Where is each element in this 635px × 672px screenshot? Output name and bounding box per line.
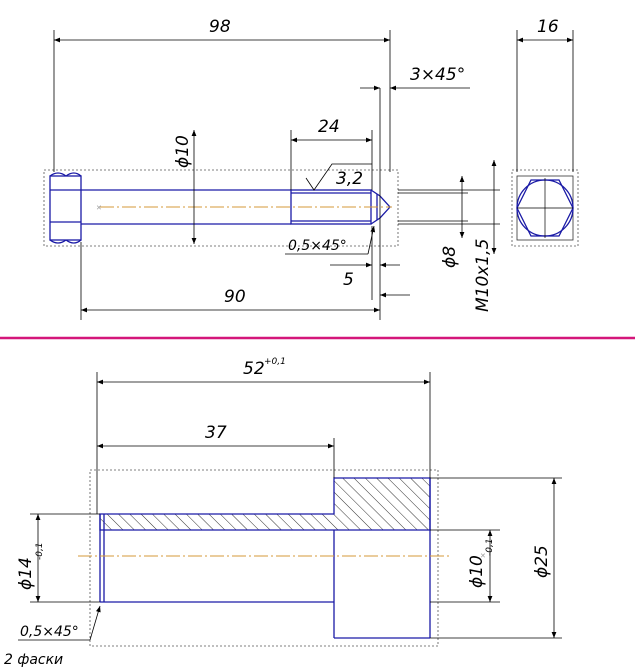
dim-m10-label: M10x1,5 [473,239,493,312]
dim-37 [97,438,335,478]
bushing-frame [89,469,439,647]
bolt-head [49,172,82,244]
roughness-label: 3,2 [336,169,363,189]
dim-undercut-chamfer [285,225,376,255]
dim-tip-chamfer-label: 3×45° [410,65,465,85]
dim-16 [516,30,574,172]
bushing-center-mark: ✕ [480,552,486,560]
bushing-outline [99,478,431,639]
dim-bushing-chamfer-label: 0,5×45° [20,624,79,640]
dim-m10 [398,160,500,254]
dim-phi14-label: ϕ14 [16,557,36,590]
dim-90-label: 90 [224,287,246,307]
dim-bushing-chamfer [18,605,101,641]
dim-98 [53,30,391,172]
dim-24-label: 24 [318,117,340,137]
dim-16-label: 16 [537,17,559,37]
dim-undercut-chamfer-label: 0,5×45° [288,238,347,254]
dim-phi8-label: ϕ8 [440,246,460,268]
dim-phi14 [30,513,100,603]
dim-98-label: 98 [209,17,231,37]
dim-phi14-tol: -0,1 [35,542,45,560]
bolt-endview-frame [511,169,579,247]
roughness-symbol [305,163,372,191]
bushing-section-hatch [99,477,431,531]
bolt-frame [43,169,399,247]
dim-phi10-bore-tol: -0,1 [485,538,495,556]
dim-90 [80,242,410,320]
dim-5 [330,226,400,300]
dim-bushing-chamfer-note: 2 фаски [4,652,63,668]
dim-phi8 [398,176,468,238]
dim-phi10-bore [430,529,500,603]
dim-phi10-label: ϕ10 [173,135,193,168]
dim-52-label: 52 [243,359,265,379]
dim-37-label: 37 [205,423,227,443]
bolt-center-mark: ✕ [96,204,102,212]
bushing-drawing: ✕ 52 +0,1 37 ϕ14 -0,1 0,5×45° 2 фаски [4,357,562,668]
dim-24 [290,130,373,190]
dim-phi25 [430,477,562,639]
dim-phi10-bore-label: ϕ10 [467,555,487,588]
dim-5-label: 5 [343,270,354,290]
dim-52 [96,372,431,514]
dim-52-tol: +0,1 [264,357,286,367]
dim-phi25-label: ϕ25 [532,545,552,578]
bolt-drawing: ✕ 98 16 3×45° [43,17,579,320]
